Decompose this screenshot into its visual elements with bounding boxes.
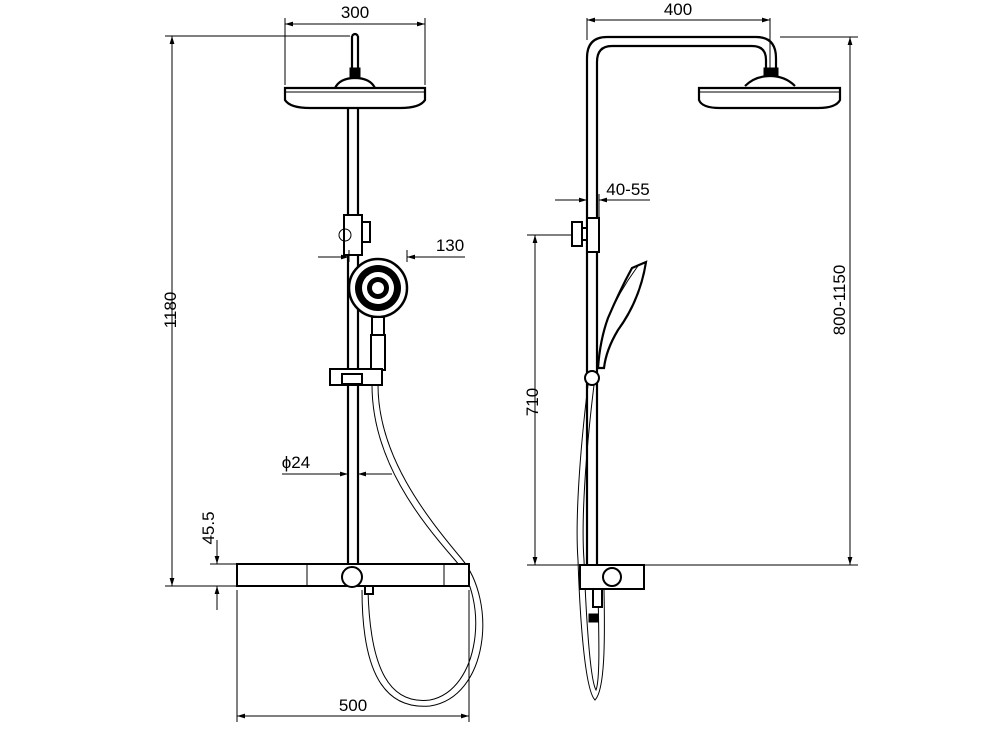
side-riser-and-arm [585, 35, 779, 565]
front-view: 300 1180 130 ϕ24 45.5 500 [161, 3, 484, 722]
front-riser-pipe [346, 108, 360, 565]
dim-adjustable-height: 800-1150 [830, 265, 849, 336]
side-dimensions: 400 40-55 710 800-1150 [523, 0, 858, 566]
dim-bracket-height: 710 [523, 388, 542, 416]
side-wall-bracket [571, 217, 600, 253]
dim-wall-offset: 40-55 [606, 180, 649, 199]
front-hand-shower [347, 257, 409, 371]
dim-shelf-width: 500 [339, 696, 367, 715]
dim-handshower-diameter: 130 [436, 236, 464, 255]
front-wall-bracket [338, 214, 371, 256]
front-shower-head [283, 32, 427, 110]
dim-total-height: 1180 [161, 292, 180, 329]
side-hose [576, 384, 605, 701]
front-dimensions: 300 1180 130 ϕ24 45.5 500 [161, 3, 470, 722]
side-hand-shower [584, 260, 648, 386]
side-mixer [579, 564, 645, 623]
side-view: 400 40-55 710 800-1150 [523, 0, 858, 701]
dim-mixer-height: 45.5 [199, 511, 218, 544]
front-slider-holder [329, 368, 383, 386]
front-thermostatic-mixer [236, 563, 470, 595]
front-hose [361, 384, 484, 707]
side-shower-head [697, 74, 842, 110]
dim-head-width: 300 [341, 3, 369, 22]
dim-pipe-diameter: ϕ24 [282, 453, 310, 472]
dim-arm-projection: 400 [664, 0, 692, 19]
